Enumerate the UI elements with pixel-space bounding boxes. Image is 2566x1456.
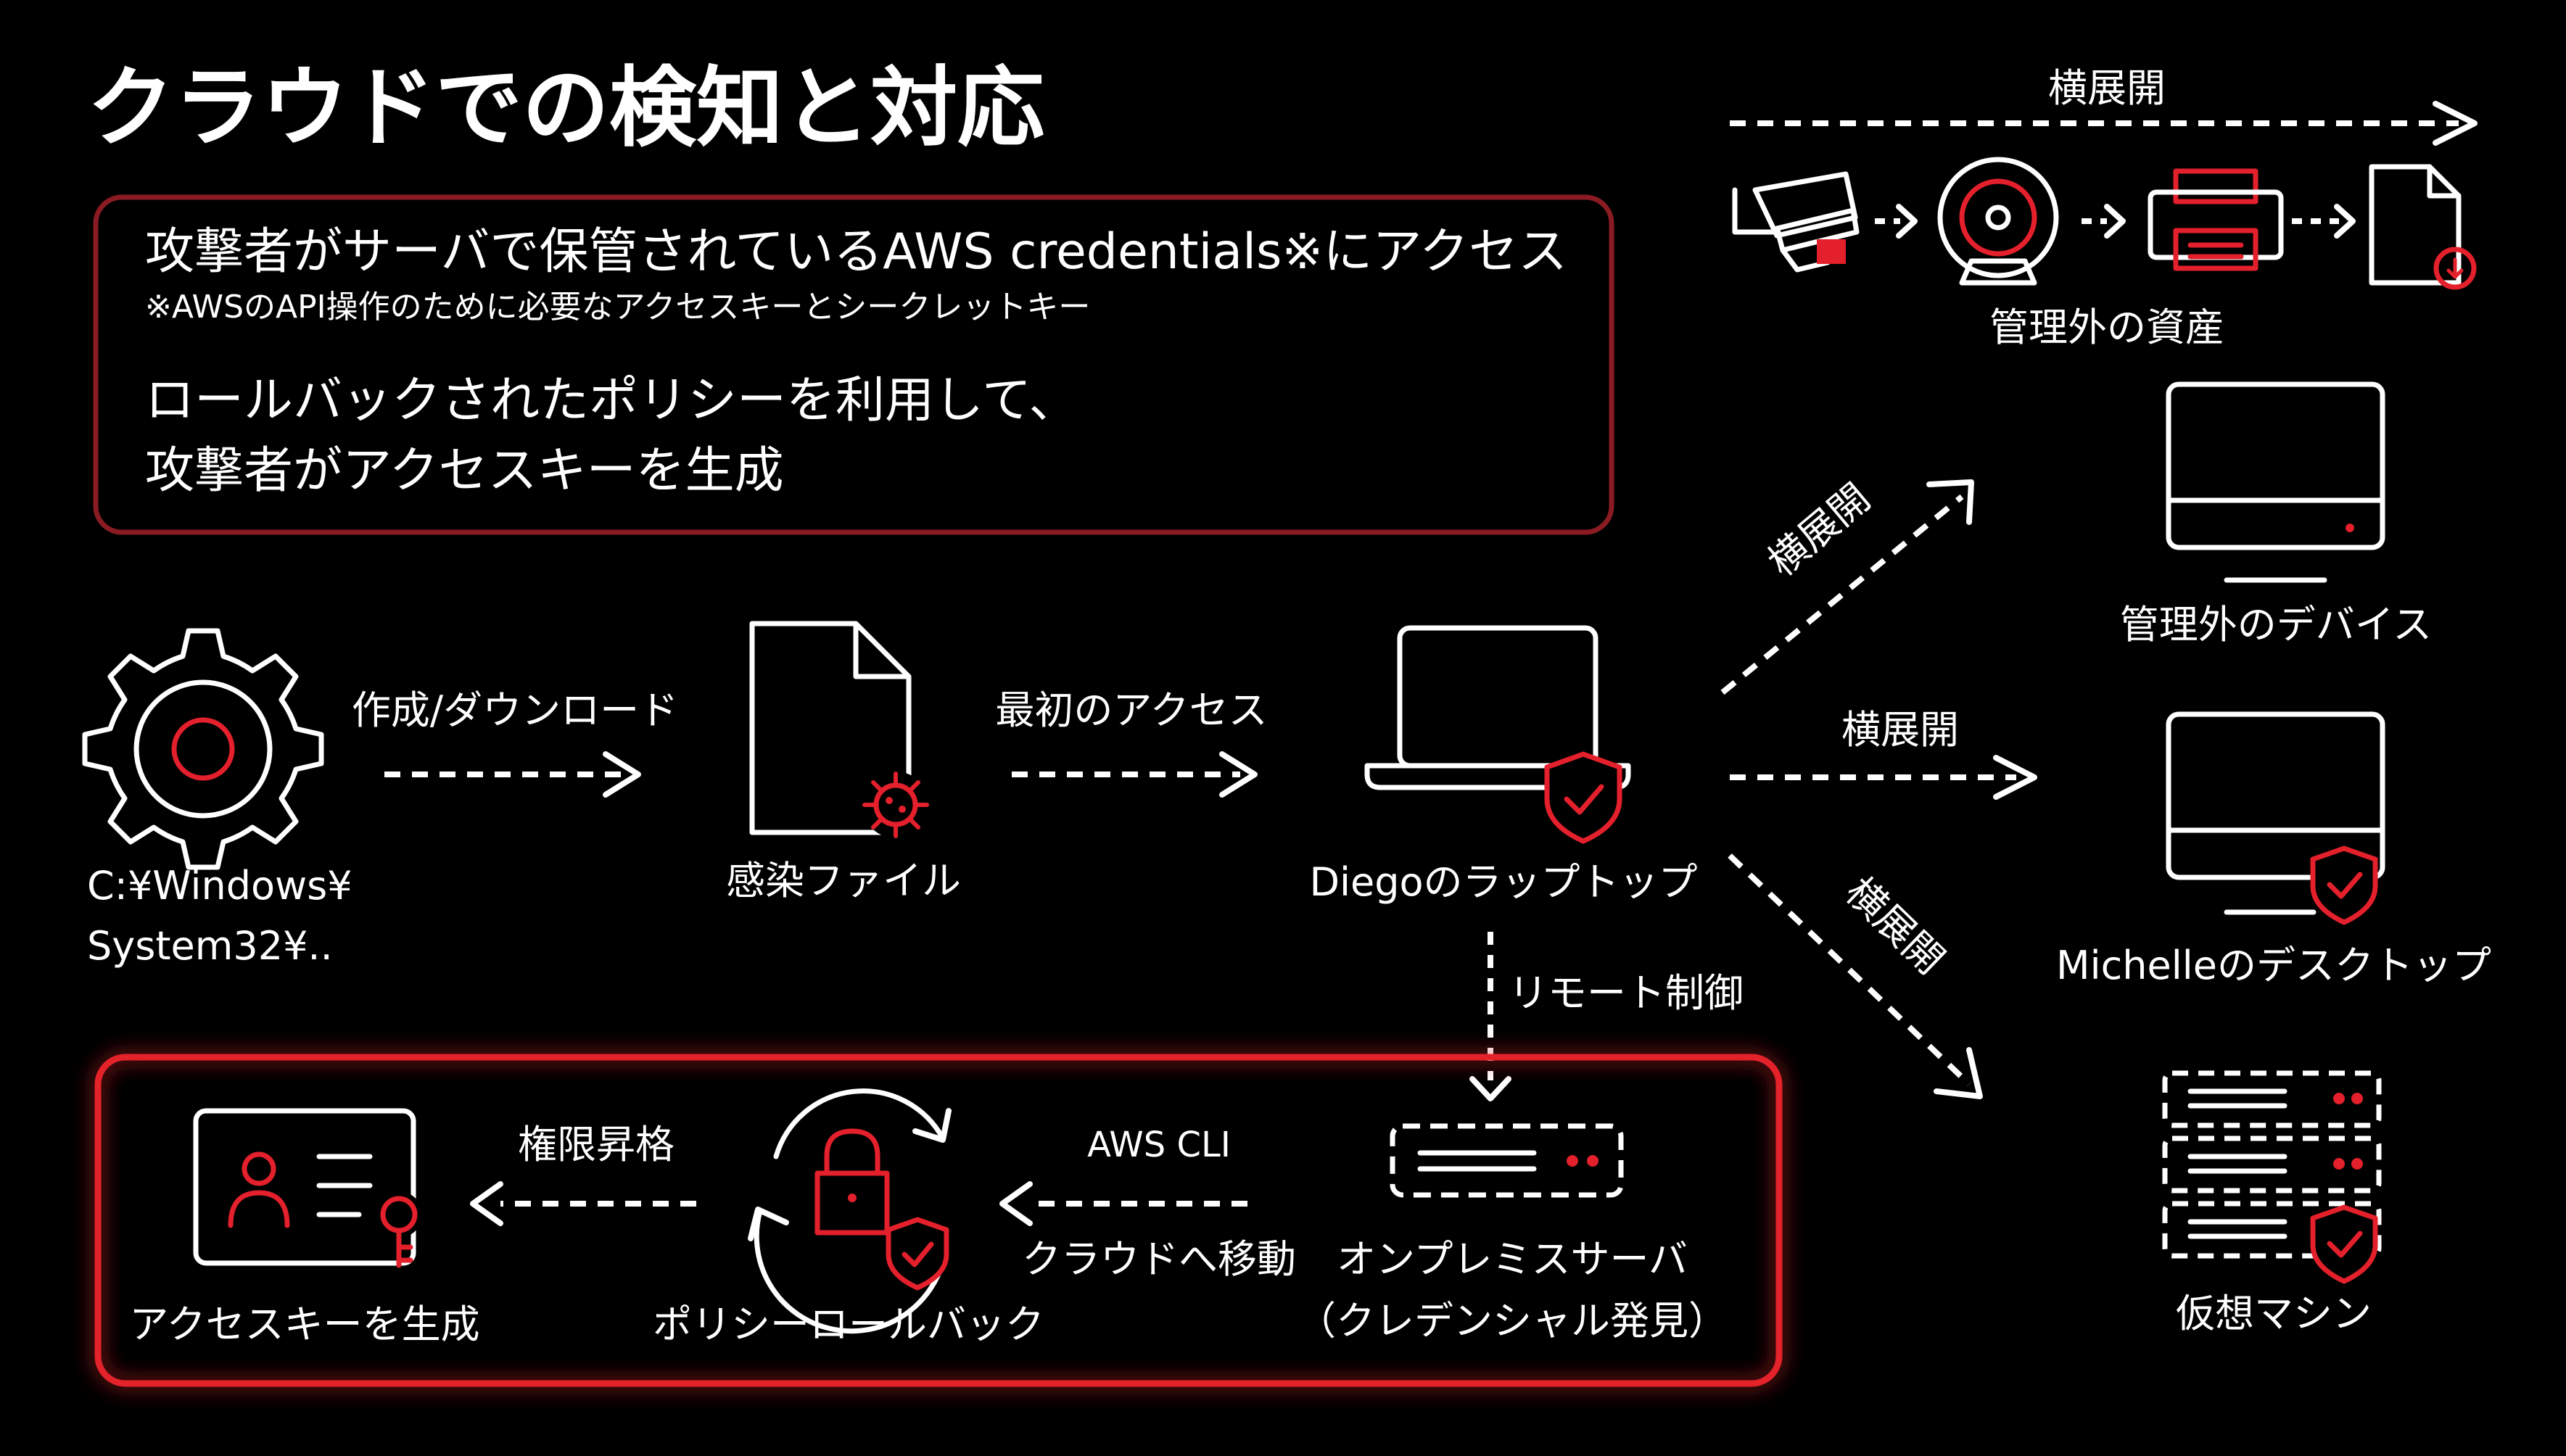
padlock-rollback-icon <box>748 1088 952 1334</box>
medical-scanner-icon <box>1937 157 2059 286</box>
info-line-3: 攻撃者がアクセスキーを生成 <box>145 442 784 500</box>
monitor-icon <box>2166 381 2385 583</box>
arrow-lateral-up <box>1720 479 1974 695</box>
arrow-scanner-printer <box>2082 204 2126 239</box>
arrow-camera-scanner <box>1875 204 1918 239</box>
node-label-laptop: Diegoのラップトップ <box>1309 859 1697 905</box>
arrow-lateral-mid <box>1730 755 2037 800</box>
edge-label-remote-control: リモート制御 <box>1509 970 1744 1016</box>
gear-icon <box>82 628 324 870</box>
cloud-box <box>94 1054 1783 1387</box>
page-title: クラウドでの検知と対応 <box>87 58 1044 159</box>
server-icon <box>1390 1123 1624 1198</box>
edge-label-lateral-up: 横展開 <box>1760 475 1879 585</box>
edge-label-lateral-top: 横展開 <box>2048 65 2166 111</box>
arrow-create-download <box>384 751 641 798</box>
edge-label-aws-cli: AWS CLI <box>1087 1125 1231 1165</box>
node-label-desktop: Michelleのデスクトップ <box>2056 943 2491 988</box>
edge-label-lateral-down: 横展開 <box>1837 869 1953 983</box>
info-note: ※AWSのAPI操作のために必要なアクセスキーとシークレットキー <box>145 289 1090 326</box>
node-label-access-key: アクセスキーを生成 <box>129 1302 479 1347</box>
edge-label-lateral-mid: 横展開 <box>1841 707 1959 753</box>
edge-label-privilege-escalation: 権限昇格 <box>518 1122 674 1167</box>
shielded-monitor-icon <box>2166 711 2385 925</box>
arrow-printer-file <box>2292 204 2356 239</box>
node-label-system-line1: C:¥Windows¥ <box>87 863 352 909</box>
node-label-system-line2: System32¥.. <box>87 923 333 969</box>
shielded-laptop-icon <box>1364 625 1631 844</box>
infected-document-icon <box>749 621 929 838</box>
node-label-policy-rollback: ポリシーロールバック <box>653 1302 1044 1347</box>
security-camera-icon <box>1732 171 1860 273</box>
info-line-1: 攻撃者がサーバで保管されているAWS credentials※にアクセス <box>145 223 1567 281</box>
printer-icon <box>2148 168 2284 271</box>
arrow-lateral-down <box>1728 853 1983 1099</box>
node-label-onprem-line2: （クレデンシャル発見） <box>1297 1298 1728 1344</box>
node-label-vm: 仮想マシン <box>2176 1291 2372 1336</box>
node-label-unmanaged-assets: 管理外の資産 <box>1989 305 2224 350</box>
edge-label-move-to-cloud: クラウドへ移動 <box>1022 1236 1296 1282</box>
info-box <box>93 194 1614 535</box>
node-label-unmanaged-device: 管理外のデバイス <box>2120 602 2432 648</box>
arrow-privilege-escalation <box>470 1181 696 1226</box>
id-card-key-icon <box>193 1108 422 1268</box>
arrow-remote-control <box>1469 932 1511 1101</box>
arrow-aws-cli <box>999 1181 1247 1226</box>
arrow-first-access <box>1012 751 1258 798</box>
edge-label-create-download: 作成/ダウンロード <box>352 687 678 733</box>
node-label-onprem-line1: オンプレミスサーバ <box>1337 1236 1688 1282</box>
node-label-infected-file: 感染ファイル <box>726 858 961 903</box>
info-line-2: ロールバックされたポリシーを利用して、 <box>145 372 1078 429</box>
document-download-icon <box>2369 164 2477 290</box>
arrow-lateral-top <box>1730 101 2478 146</box>
virtual-server-stack-icon <box>2162 1070 2382 1284</box>
edge-label-first-access: 最初のアクセス <box>995 687 1267 733</box>
